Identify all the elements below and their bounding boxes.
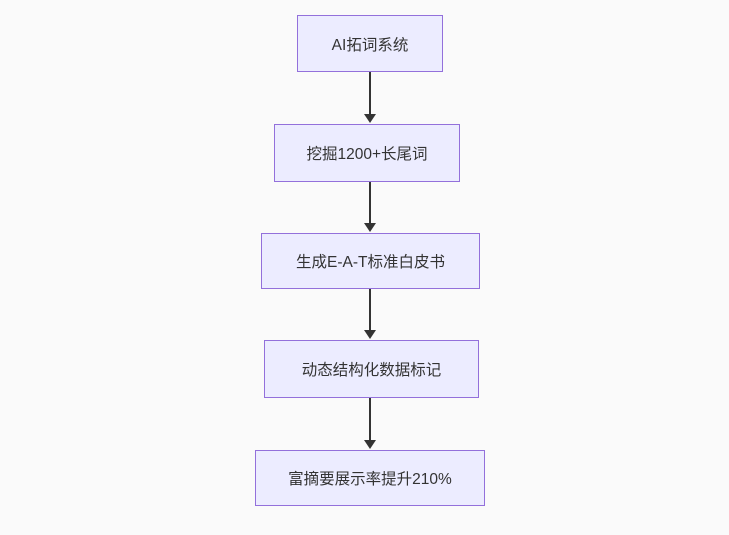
flowchart-node-step-1: AI拓词系统: [297, 15, 443, 72]
flowchart-node-step-3: 生成E-A-T标准白皮书: [261, 233, 480, 289]
arrow-head-icon: [364, 440, 376, 449]
node-label: 动态结构化数据标记: [301, 362, 442, 379]
arrow-head-icon: [364, 330, 376, 339]
flowchart-arrow-3-4: [364, 289, 376, 339]
flowchart-arrow-4-5: [364, 398, 376, 449]
arrow-line: [369, 182, 371, 225]
node-label: 富摘要展示率提升210%: [288, 471, 452, 488]
flowchart-node-step-5: 富摘要展示率提升210%: [255, 450, 485, 506]
node-label: 生成E-A-T标准白皮书: [296, 254, 445, 271]
flowchart-arrow-1-2: [364, 72, 376, 123]
arrow-line: [369, 72, 371, 116]
flowchart-node-step-4: 动态结构化数据标记: [264, 340, 479, 398]
arrow-head-icon: [364, 223, 376, 232]
flowchart-arrow-2-3: [364, 182, 376, 232]
node-label: AI拓词系统: [331, 36, 409, 54]
arrow-line: [369, 398, 371, 442]
node-label: 挖掘1200+长尾词: [306, 146, 428, 163]
arrow-head-icon: [364, 114, 376, 123]
arrow-line: [369, 289, 371, 332]
flowchart-node-step-2: 挖掘1200+长尾词: [274, 124, 460, 182]
